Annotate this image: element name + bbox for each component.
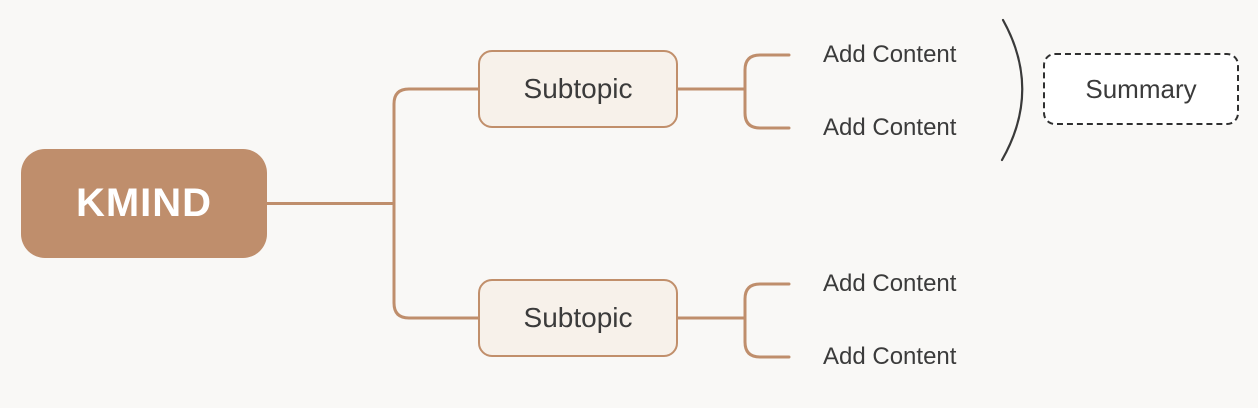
add-content-item-2[interactable]: Add Content xyxy=(823,114,957,141)
subtopic-node-1[interactable]: Subtopic xyxy=(478,50,678,128)
branch-connector-subtopic-1 xyxy=(392,87,480,205)
add-content-item-3[interactable]: Add Content xyxy=(823,270,957,297)
summary-brace-arc xyxy=(1000,18,1024,162)
branch-connector-child-2 xyxy=(743,87,791,130)
branch-connector-child-3 xyxy=(743,282,791,320)
summary-label: Summary xyxy=(1085,73,1197,104)
root-topic-node[interactable]: KMIND xyxy=(21,149,267,258)
branch-connector-subtopic-2 xyxy=(392,202,480,320)
branch-connector-child-4 xyxy=(743,316,791,359)
root-topic-label: KMIND xyxy=(75,181,213,225)
branch-connector-child-1 xyxy=(743,53,791,91)
subtopic-1-label: Subtopic xyxy=(523,73,633,104)
add-content-item-1[interactable]: Add Content xyxy=(823,41,957,68)
add-content-item-4[interactable]: Add Content xyxy=(823,343,957,370)
subtopic-node-2[interactable]: Subtopic xyxy=(478,279,678,357)
summary-node[interactable]: Summary xyxy=(1043,53,1239,125)
subtopic-2-label: Subtopic xyxy=(523,302,633,333)
